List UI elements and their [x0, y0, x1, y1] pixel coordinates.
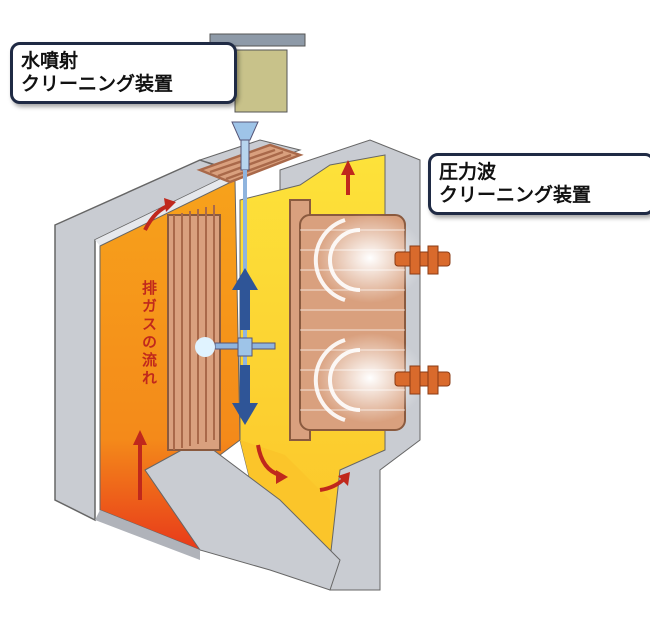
pressure-wave-cleaning-callout: 圧力波 クリーニング装置: [428, 153, 650, 215]
tube-bank-top: [196, 143, 304, 184]
gas-flow-label: 排ガスの流れ: [140, 280, 158, 388]
blue-arrows: [232, 268, 258, 425]
water-jet-label-line1: 水噴射: [21, 50, 79, 72]
pressure-wave-nozzles: [394, 245, 451, 395]
tube-bank-left: [167, 205, 221, 451]
water-jet-cleaning-callout: 水噴射 クリーニング装置: [10, 42, 237, 104]
water-jet-label-line2: クリーニング装置: [21, 73, 174, 95]
pressure-wave-label-line2: クリーニング装置: [439, 184, 592, 206]
pressure-wave-label-line1: 圧力波: [439, 161, 497, 183]
